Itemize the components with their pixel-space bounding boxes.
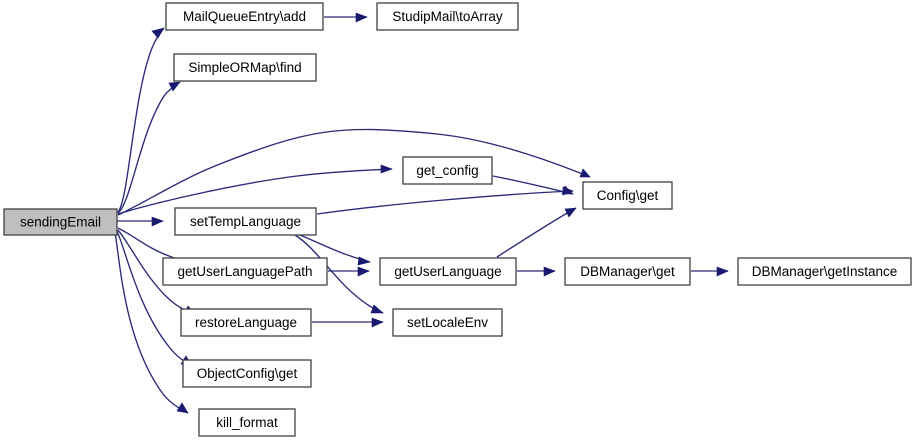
edge-restoreLanguage-to-setLocaleEnv	[312, 317, 384, 328]
node-restoreLanguage[interactable]: restoreLanguage	[180, 308, 312, 337]
arrowhead-icon	[716, 266, 729, 277]
node-DBManagerGetInstance[interactable]: DBManager\getInstance	[737, 257, 912, 286]
node-kill_format[interactable]: kill_format	[198, 408, 296, 437]
edge-getUserLanguage-to-DBManagerGet	[517, 266, 556, 277]
node-ObjectConfigGet[interactable]: ObjectConfig\get	[182, 359, 312, 388]
arrowhead-icon	[151, 27, 165, 39]
node-box[interactable]	[198, 408, 296, 437]
edge-line	[316, 190, 574, 215]
arrowhead-icon	[370, 304, 384, 314]
node-box[interactable]	[402, 156, 493, 185]
node-layer: sendingEmail MailQueueEntry\add StudipMail…	[3, 2, 912, 437]
node-MailQueueEntryAdd[interactable]: MailQueueEntry\add	[165, 2, 324, 31]
arrowhead-icon	[579, 168, 591, 178]
node-box[interactable]	[180, 308, 312, 337]
arrowhead-icon	[151, 216, 164, 227]
edge-line	[117, 27, 165, 213]
node-get_config[interactable]: get_config	[402, 156, 493, 185]
node-box[interactable]	[582, 181, 673, 210]
edge-getUserLanguagePath-to-getUserLanguage	[328, 266, 370, 277]
edge-setTempLanguage-to-setLocaleEnv	[294, 234, 384, 314]
edge-line	[116, 230, 193, 367]
node-box[interactable]	[392, 308, 503, 337]
edge-sendingEmail-to-ObjectConfigGet	[116, 230, 193, 367]
node-box[interactable]	[174, 207, 317, 236]
node-box[interactable]	[379, 257, 517, 286]
node-getUserLanguage[interactable]: getUserLanguage	[379, 257, 517, 286]
node-box[interactable]	[564, 257, 691, 286]
arrowhead-icon	[357, 266, 370, 277]
node-sendingEmail[interactable]: sendingEmail	[3, 208, 118, 236]
node-DBManagerGet[interactable]: DBManager\get	[564, 257, 691, 286]
edge-line	[117, 81, 181, 214]
node-setTempLanguage[interactable]: setTempLanguage	[174, 207, 317, 236]
node-box[interactable]	[165, 2, 324, 31]
edge-DBManagerGet-to-DBManagerGetInstance	[691, 266, 729, 277]
node-getUserLanguagePath[interactable]: getUserLanguagePath	[162, 257, 328, 286]
node-box[interactable]	[173, 53, 317, 82]
arrowhead-icon	[380, 164, 393, 174]
edge-sendingEmail-to-setTempLanguage	[117, 216, 164, 227]
edge-line	[496, 207, 577, 258]
arrowhead-icon	[564, 207, 577, 218]
edge-sendingEmail-to-kill_format	[114, 231, 189, 414]
arrowhead-icon	[176, 402, 189, 414]
edge-line	[117, 168, 393, 215]
edge-line	[117, 128, 591, 216]
node-box[interactable]	[737, 257, 912, 286]
arrowhead-icon	[168, 81, 181, 92]
arrowhead-icon	[355, 12, 368, 23]
edge-sendingEmail-to-MailQueueEntryAdd	[117, 27, 165, 213]
edge-sendingEmail-to-get_config	[117, 164, 393, 215]
node-box[interactable]	[182, 359, 312, 388]
edge-getUserLanguage-to-ConfigGet	[496, 207, 577, 258]
edge-sendingEmail-to-ConfigGet	[117, 128, 591, 216]
node-box[interactable]	[3, 208, 118, 236]
edge-sendingEmail-to-SimpleORMapFind	[117, 81, 181, 214]
edge-MailQueueEntryAdd-to-StudipMailToArray	[324, 12, 368, 23]
node-box[interactable]	[162, 257, 328, 286]
edge-setTempLanguage-to-getUserLanguage	[299, 234, 371, 266]
arrowhead-icon	[543, 266, 556, 277]
arrowhead-icon	[371, 317, 384, 328]
arrowhead-icon	[357, 256, 371, 266]
node-StudipMailToArray[interactable]: StudipMail\toArray	[376, 2, 519, 31]
node-box[interactable]	[376, 2, 519, 31]
node-SimpleORMapFind[interactable]: SimpleORMap\find	[173, 53, 317, 82]
edge-line	[114, 231, 189, 414]
node-setLocaleEnv[interactable]: setLocaleEnv	[392, 308, 503, 337]
edge-setTempLanguage-to-ConfigGet	[316, 186, 574, 215]
arrowhead-icon	[562, 186, 574, 196]
node-ConfigGet[interactable]: Config\get	[582, 181, 673, 210]
